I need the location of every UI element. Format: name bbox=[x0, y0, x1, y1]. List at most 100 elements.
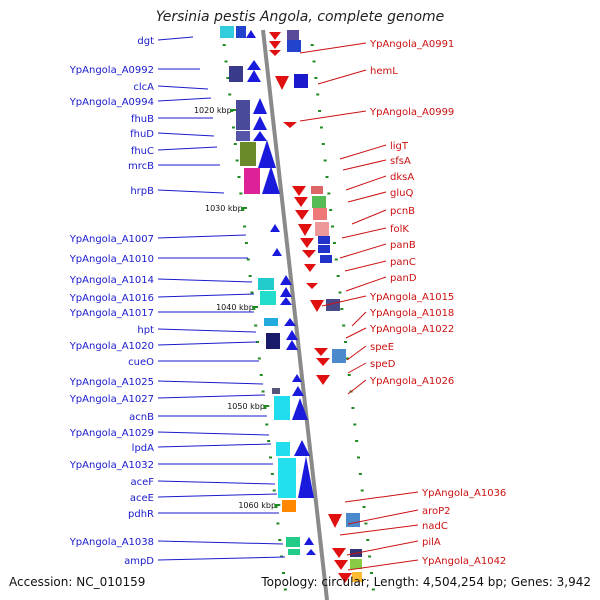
leader-line bbox=[157, 341, 258, 346]
leader-line bbox=[299, 110, 367, 122]
gene-box bbox=[274, 396, 290, 420]
gene-box bbox=[288, 549, 300, 555]
gene-label-left: aceF bbox=[130, 477, 154, 488]
gene-arrow-forward bbox=[280, 275, 292, 285]
gene-label-left: fhuC bbox=[131, 146, 154, 157]
leader-line bbox=[157, 132, 215, 137]
gene-arrow-forward bbox=[280, 297, 292, 305]
gene-box bbox=[236, 26, 246, 38]
gene-box bbox=[264, 318, 278, 326]
gene-label-left: YpAngola_A1020 bbox=[69, 341, 154, 352]
gene-arrow-reverse bbox=[334, 560, 348, 570]
gene-label-left: fhuB bbox=[131, 114, 154, 125]
accession-text: Accession: NC_010159 bbox=[9, 575, 146, 589]
gene-label-left: cueO bbox=[128, 357, 154, 368]
leader-line bbox=[345, 175, 387, 191]
gene-box bbox=[244, 168, 260, 194]
leader-line bbox=[157, 85, 209, 90]
leader-line bbox=[339, 243, 387, 259]
gene-label-right: aroP2 bbox=[422, 506, 451, 517]
gene-box bbox=[294, 74, 308, 88]
topology-text: Topology: circular; Length: 4,504,254 bp… bbox=[261, 575, 591, 589]
leader-line bbox=[157, 234, 247, 239]
leader-line bbox=[157, 394, 266, 399]
gene-box bbox=[236, 100, 250, 130]
gene-label-right: YpAngola_A0991 bbox=[369, 39, 454, 50]
leader-line bbox=[317, 69, 367, 85]
gene-box bbox=[240, 142, 256, 166]
gene-label-left: clcA bbox=[133, 82, 154, 93]
leader-line bbox=[157, 146, 218, 151]
leader-line bbox=[157, 480, 276, 485]
gene-label-left: hrpB bbox=[130, 186, 154, 197]
leader-line bbox=[157, 36, 194, 41]
leader-line bbox=[345, 276, 387, 292]
gene-arrow-reverse bbox=[283, 122, 297, 128]
gene-arrow-reverse bbox=[300, 238, 314, 248]
gene-arrow-forward bbox=[247, 70, 261, 82]
leader-line bbox=[157, 556, 286, 561]
gene-arrow-forward bbox=[286, 330, 298, 340]
gene-arrow-forward bbox=[304, 537, 314, 545]
gene-label-right: pcnB bbox=[390, 206, 415, 217]
gene-label-right: folK bbox=[390, 224, 409, 235]
gene-label-right: panB bbox=[390, 240, 416, 251]
gene-box bbox=[220, 26, 234, 38]
leader-line bbox=[157, 328, 257, 333]
gene-arrow-forward bbox=[258, 140, 276, 168]
gene-box bbox=[278, 458, 296, 498]
gene-arrow-forward bbox=[292, 374, 302, 382]
gene-arrow-forward bbox=[262, 166, 280, 194]
gene-label-right: YpAngola_A1036 bbox=[421, 488, 506, 499]
gene-label-left: YpAngola_A1029 bbox=[69, 428, 154, 439]
gene-arrow-forward bbox=[270, 224, 280, 232]
gene-label-right: YpAngola_A0999 bbox=[369, 107, 454, 118]
leader-line bbox=[157, 189, 225, 194]
leader-line bbox=[341, 227, 387, 239]
gene-label-left: mrcB bbox=[128, 161, 154, 172]
gene-box bbox=[287, 40, 301, 52]
gene-arrow-forward bbox=[294, 440, 310, 456]
leader-line bbox=[157, 493, 278, 498]
gene-arrow-reverse bbox=[332, 548, 346, 558]
gene-arrow-forward bbox=[306, 549, 316, 555]
gene-box bbox=[287, 30, 299, 40]
leader-line bbox=[157, 380, 264, 385]
gene-box bbox=[312, 202, 326, 208]
gene-label-right: YpAngola_A1018 bbox=[369, 308, 454, 319]
gene-box bbox=[282, 500, 296, 512]
gene-arrow-reverse bbox=[275, 76, 289, 90]
leader-line bbox=[157, 443, 272, 448]
leader-line bbox=[299, 42, 367, 54]
leader-line bbox=[344, 260, 387, 272]
gene-label-left: ampD bbox=[124, 556, 154, 567]
gene-label-left: fhuD bbox=[130, 129, 154, 140]
gene-arrow-reverse bbox=[302, 250, 316, 258]
gene-box bbox=[260, 291, 276, 305]
gene-box bbox=[346, 513, 360, 527]
gene-box bbox=[311, 186, 323, 194]
gene-box bbox=[315, 222, 329, 236]
gene-label-left: YpAngola_A1032 bbox=[69, 460, 154, 471]
gene-label-right: YpAngola_A1022 bbox=[369, 324, 454, 335]
gene-label-right: panD bbox=[390, 273, 417, 284]
gene-features bbox=[220, 26, 362, 583]
gene-arrow-reverse bbox=[328, 514, 342, 528]
leader-line bbox=[347, 559, 419, 571]
gene-arrow-reverse bbox=[338, 573, 352, 583]
gene-label-left: YpAngola_A1007 bbox=[69, 234, 154, 245]
gene-arrow-reverse bbox=[298, 224, 312, 236]
gene-label-left: YpAngola_A1025 bbox=[69, 377, 154, 388]
kbp-scale-label: 1040 kbp bbox=[216, 303, 254, 312]
leader-line bbox=[157, 278, 253, 283]
gene-arrow-reverse bbox=[310, 300, 324, 312]
gene-arrow-forward bbox=[247, 60, 261, 70]
gene-label-left: pdhR bbox=[128, 509, 154, 520]
gene-arrow-reverse bbox=[316, 358, 330, 366]
gene-box bbox=[276, 442, 290, 456]
gene-arrow-forward bbox=[298, 456, 314, 498]
gene-label-right: nadC bbox=[422, 521, 448, 532]
gene-label-right: ligT bbox=[390, 141, 409, 152]
leader-line bbox=[342, 159, 387, 171]
gene-box bbox=[326, 299, 340, 311]
